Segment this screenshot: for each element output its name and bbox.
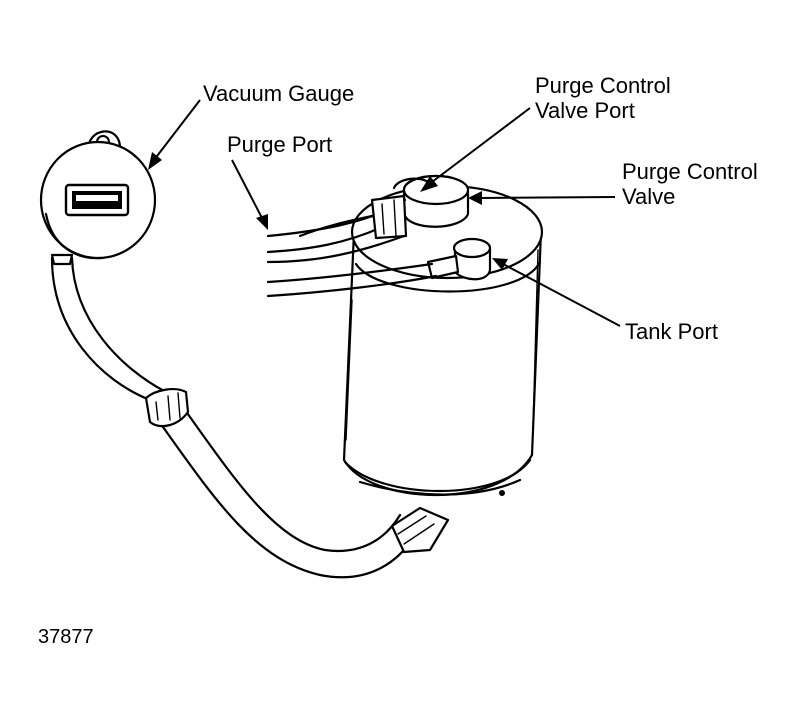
tank-port xyxy=(426,237,492,281)
label-purge-control-valve-port-line1: Purge Control xyxy=(535,73,671,98)
figure-number: 37877 xyxy=(38,626,94,648)
leader-arrow-purge-port xyxy=(231,159,268,230)
vacuum-hose xyxy=(50,256,450,579)
label-purge-control-valve-line2: Valve xyxy=(622,184,675,209)
label-purge-control-valve-line1: Purge Control xyxy=(622,159,758,184)
vacuum-gauge xyxy=(39,130,157,266)
label-purge-port: Purge Port xyxy=(227,132,332,157)
leader-arrow-vacuum-gauge xyxy=(148,99,201,170)
label-vacuum-gauge: Vacuum Gauge xyxy=(203,81,354,106)
leader-arrow-tank-port xyxy=(492,258,621,327)
leader-arrow-purge-control-valve-port xyxy=(420,107,531,192)
purge-hoses xyxy=(266,194,438,298)
leader-arrow-purge-control-valve xyxy=(468,191,616,205)
label-purge-control-valve-port-line2: Valve Port xyxy=(535,98,635,123)
evap-canister xyxy=(342,184,544,497)
label-tank-port: Tank Port xyxy=(625,319,718,344)
purge-control-valve xyxy=(392,174,470,228)
